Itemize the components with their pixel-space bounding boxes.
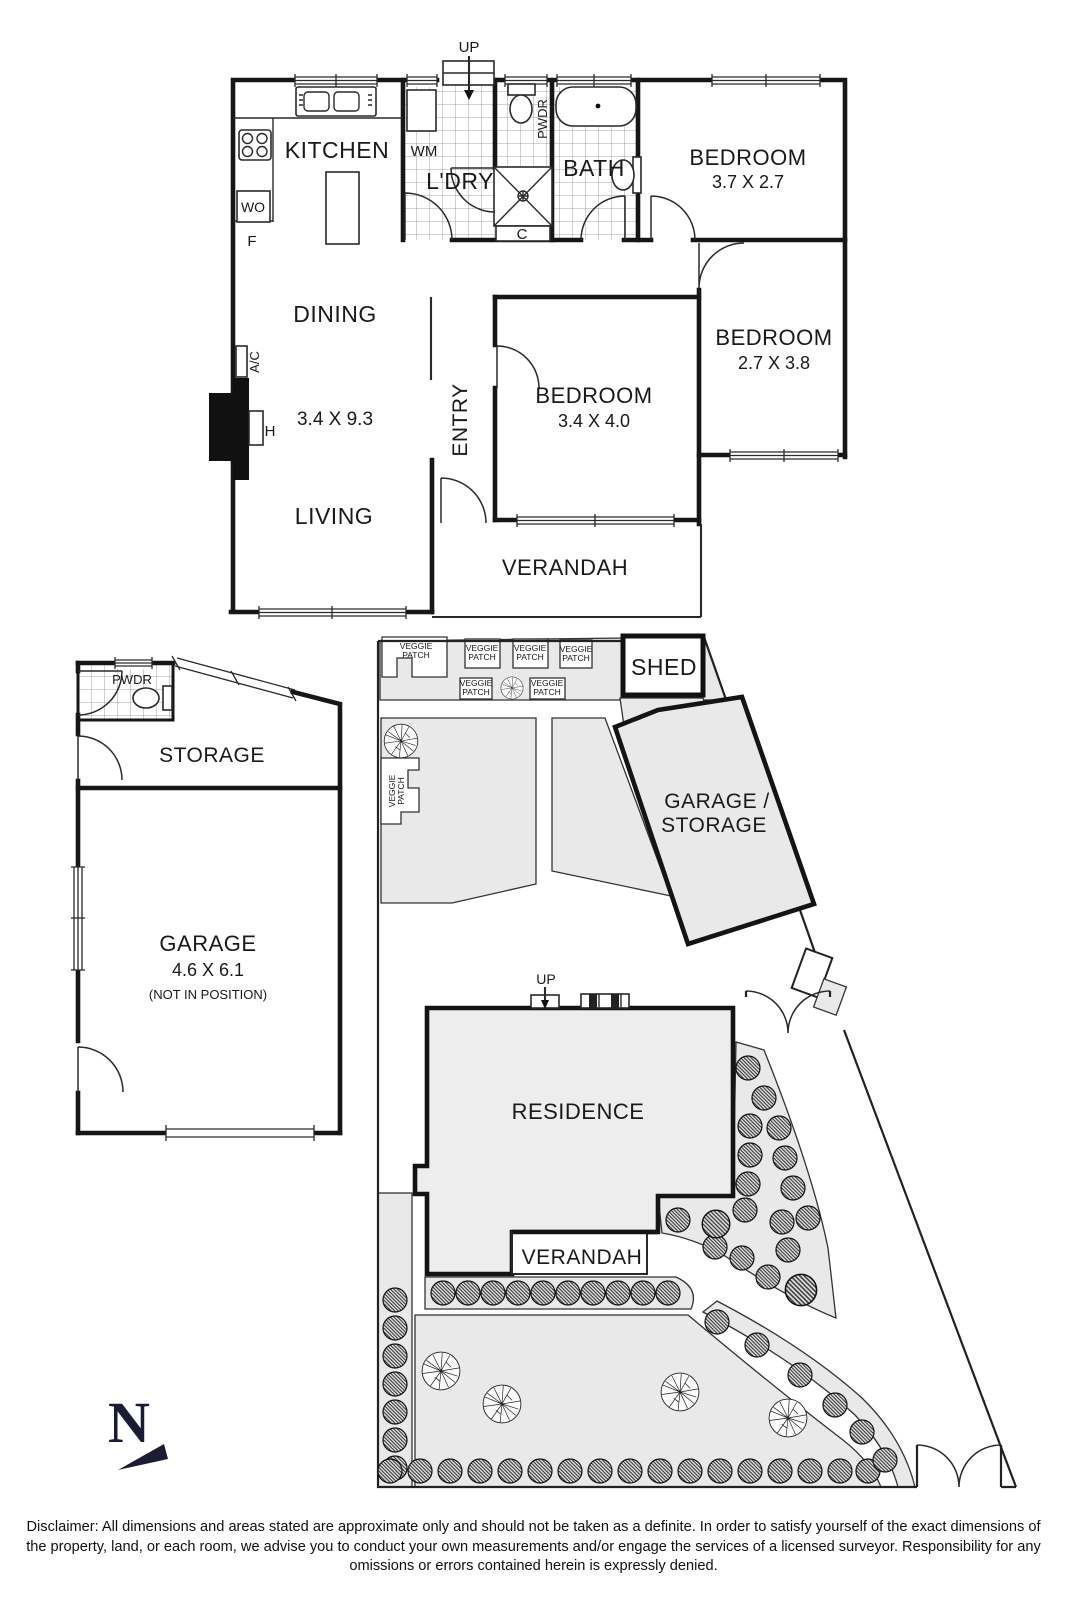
residence-entry-steps [530,987,630,1009]
island-bench [325,171,360,245]
floor-plan-labels: KITCHEN WM L'DRY PWDR BATH BEDROOM 3.7 X… [241,39,832,580]
svg-text:VEGGIEPATCH: VEGGIEPATCH [466,643,499,662]
bedroom1-dim: 3.7 X 2.7 [712,172,784,192]
north-letter: N [108,1390,150,1455]
fireplace [209,378,264,480]
cooktop [238,129,272,161]
outbuilding-cistern [162,685,173,711]
gates [744,947,1003,1488]
bath-label: BATH [563,155,625,181]
bedroom2-dim: 2.7 X 3.8 [738,353,810,373]
bedroom3-label: BEDROOM [535,383,652,408]
shower [493,166,553,227]
wm-label: WM [411,143,438,160]
garage-label: GARAGE [159,931,256,956]
north-arrow-icon [118,1444,168,1470]
up-label: UP [459,39,480,56]
shed-label: SHED [631,654,697,680]
fridge-label: F [247,233,256,250]
property-boundary [376,636,1018,1489]
residence-verandah [511,1231,648,1275]
outbuilding-windows [71,655,315,1141]
outbuilding-doors [77,670,124,1093]
residence-label: RESIDENCE [512,1099,645,1124]
bedroom1-label: BEDROOM [689,145,806,170]
site-plan-labels: SHED PWDR STORAGE GARAGE 4.6 X 6.1 (NOT … [112,654,770,1269]
garage-dim: 4.6 X 6.1 [172,960,244,980]
windows [258,74,839,619]
bath-toilet [611,159,635,191]
heater-label: H [265,423,276,440]
svg-text:VEGGIEPATCH: VEGGIEPATCH [400,641,433,660]
living-dim: 3.4 X 9.3 [297,409,373,430]
verandah-label: VERANDAH [502,555,628,580]
disclaimer: Disclaimer: All dimensions and areas sta… [0,1518,1067,1577]
garage-storage-label-2: STORAGE [661,814,767,837]
disclaimer-text: Disclaimer: All dimensions and areas sta… [26,1519,1041,1575]
garage-storage-label-1: GARAGE / [664,790,770,813]
kitchen-sink [295,86,377,117]
pwdr-cistern [507,83,536,96]
floor-plan: KITCHEN WM L'DRY PWDR BATH BEDROOM 3.7 X… [209,39,848,619]
storage-label: STORAGE [159,744,265,767]
garage-note: (NOT IN POSITION) [149,987,267,1002]
ac-unit [235,345,248,378]
wet-area-fittings [406,83,642,242]
kitchen-fittings [233,86,403,245]
svg-text:VEGGIEPATCH: VEGGIEPATCH [460,678,493,697]
shed-outline [620,633,706,698]
bedroom3-dim: 3.4 X 4.0 [558,411,630,431]
svg-text:VEGGIEPATCH: VEGGIEPATCH [387,774,406,807]
outbuilding-pwdr-tiles [78,663,173,720]
stair-up [442,56,495,100]
svg-text:VEGGIEPATCH: VEGGIEPATCH [560,644,593,663]
bedroom2-label: BEDROOM [715,325,832,350]
pwdr-toilet [509,94,533,124]
entry-label: ENTRY [449,383,472,456]
svg-text:VEGGIEPATCH: VEGGIEPATCH [531,678,564,697]
wo-label: WO [241,199,265,215]
outbuilding-toilet [132,687,160,709]
washing-machine [406,89,437,132]
svg-text:VEGGIEPATCH: VEGGIEPATCH [514,643,547,662]
outbuilding [71,655,343,1141]
pwdr-label: PWDR [535,99,550,139]
outbuilding-pwdr-label: PWDR [112,672,152,687]
north-arrow: N [108,1390,168,1470]
closet-label: C [517,226,528,243]
door-swings [404,167,745,524]
living-label: LIVING [295,503,373,529]
site-verandah-label: VERANDAH [522,1246,643,1269]
kitchen-label: KITCHEN [285,137,389,163]
laundry-label: L'DRY [426,168,494,194]
ac-label: A/C [247,351,262,373]
linen-closet [495,225,551,242]
wall-oven [236,190,271,223]
dining-label: DINING [293,301,377,327]
site-up-label: UP [536,971,555,987]
garage-storage-outline [612,694,817,947]
